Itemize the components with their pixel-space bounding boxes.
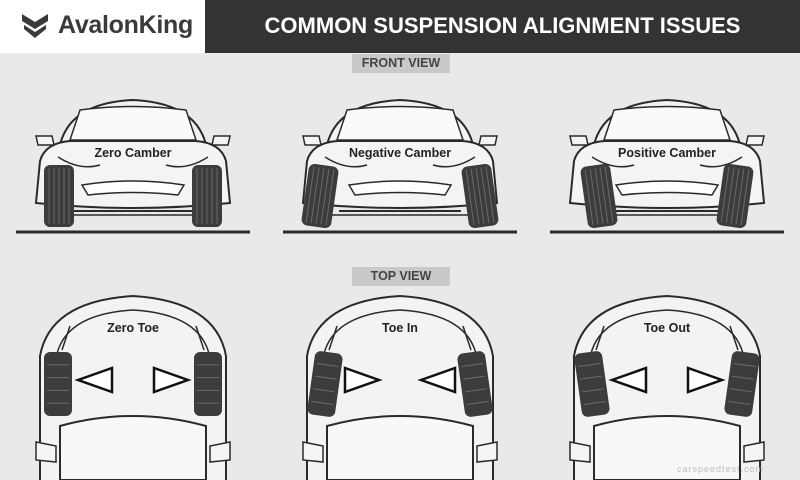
tire xyxy=(457,351,493,417)
panel-label: Toe Out xyxy=(643,321,691,335)
car-front-illustration xyxy=(550,98,784,234)
front-panel-zero-camber: Zero Camber xyxy=(0,53,266,266)
watermark: carspeedtest.com xyxy=(676,464,764,474)
front-panel-positive-camber: Positive Camber xyxy=(534,53,800,266)
tire xyxy=(307,351,343,417)
brand-name: AvalonKing xyxy=(58,11,193,39)
tire xyxy=(580,163,618,229)
section-label-top-view: TOP VIEW xyxy=(352,267,450,286)
toe-arrow xyxy=(152,366,192,394)
car-top-illustration xyxy=(569,294,765,480)
front-panel-negative-camber: Negative Camber xyxy=(267,53,533,266)
panel-label: Zero Camber xyxy=(94,146,172,160)
tire xyxy=(716,163,754,229)
car-front-illustration xyxy=(283,98,517,234)
front-view-section: Zero Camber Negative Camber xyxy=(0,53,800,266)
tire xyxy=(194,352,222,416)
tire xyxy=(724,351,760,417)
car-front-illustration xyxy=(16,98,250,234)
chevron-shield-icon xyxy=(22,14,48,38)
tire xyxy=(44,165,74,227)
top-panel-zero-toe: Zero Toe xyxy=(0,266,266,480)
panel-label: Negative Camber xyxy=(348,146,452,160)
top-panel-toe-in: Toe In xyxy=(267,266,533,480)
tire xyxy=(44,352,72,416)
car-top-illustration xyxy=(302,294,498,480)
toe-arrow xyxy=(608,366,648,394)
car-top-illustration xyxy=(35,294,231,480)
tire xyxy=(301,163,339,229)
top-panel-toe-out: Toe Out xyxy=(534,266,800,480)
toe-arrow xyxy=(343,366,383,394)
toe-arrow xyxy=(686,366,726,394)
panel-label: Zero Toe xyxy=(107,321,159,335)
tire xyxy=(192,165,222,227)
tire xyxy=(574,351,610,417)
title-bar: COMMON SUSPENSION ALIGNMENT ISSUES xyxy=(205,0,800,53)
section-label-front-view: FRONT VIEW xyxy=(352,54,450,73)
panel-label: Positive Camber xyxy=(618,146,716,160)
toe-arrow xyxy=(417,366,457,394)
toe-arrow xyxy=(74,366,114,394)
page-title: COMMON SUSPENSION ALIGNMENT ISSUES xyxy=(264,13,741,38)
header: AvalonKing COMMON SUSPENSION ALIGNMENT I… xyxy=(0,0,800,53)
logo[interactable]: AvalonKing xyxy=(0,0,205,53)
top-view-section: Zero Toe Toe In Toe Out TOP VIEW xyxy=(0,266,800,480)
panel-label: Toe In xyxy=(382,321,418,335)
tire xyxy=(461,163,499,229)
